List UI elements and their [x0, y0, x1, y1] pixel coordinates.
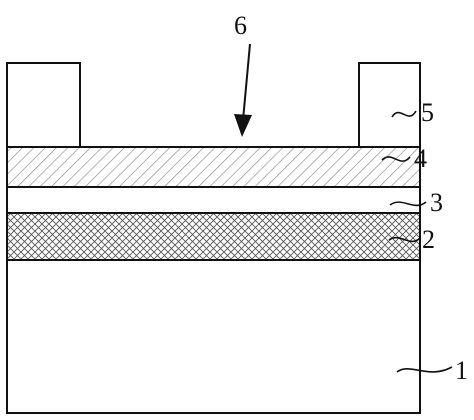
right-electrode — [358, 62, 421, 148]
arrow-6 — [234, 43, 252, 137]
label-4: 4 — [414, 144, 427, 173]
substrate — [6, 259, 421, 414]
leader-line-5 — [391, 110, 417, 118]
label-5: 5 — [421, 98, 434, 127]
leader-line-1 — [396, 366, 453, 373]
leader-line-4 — [381, 156, 411, 162]
label-6: 6 — [234, 11, 247, 40]
layer-plain — [6, 186, 421, 214]
leader-line-3 — [389, 201, 427, 207]
layer-diagonal-hatch — [6, 146, 421, 188]
label-1: 1 — [455, 356, 468, 385]
left-electrode — [6, 62, 81, 148]
layer-crosshatch — [6, 212, 421, 261]
label-2: 2 — [422, 225, 435, 254]
leader-line-2 — [388, 236, 421, 243]
label-3: 3 — [430, 188, 443, 217]
